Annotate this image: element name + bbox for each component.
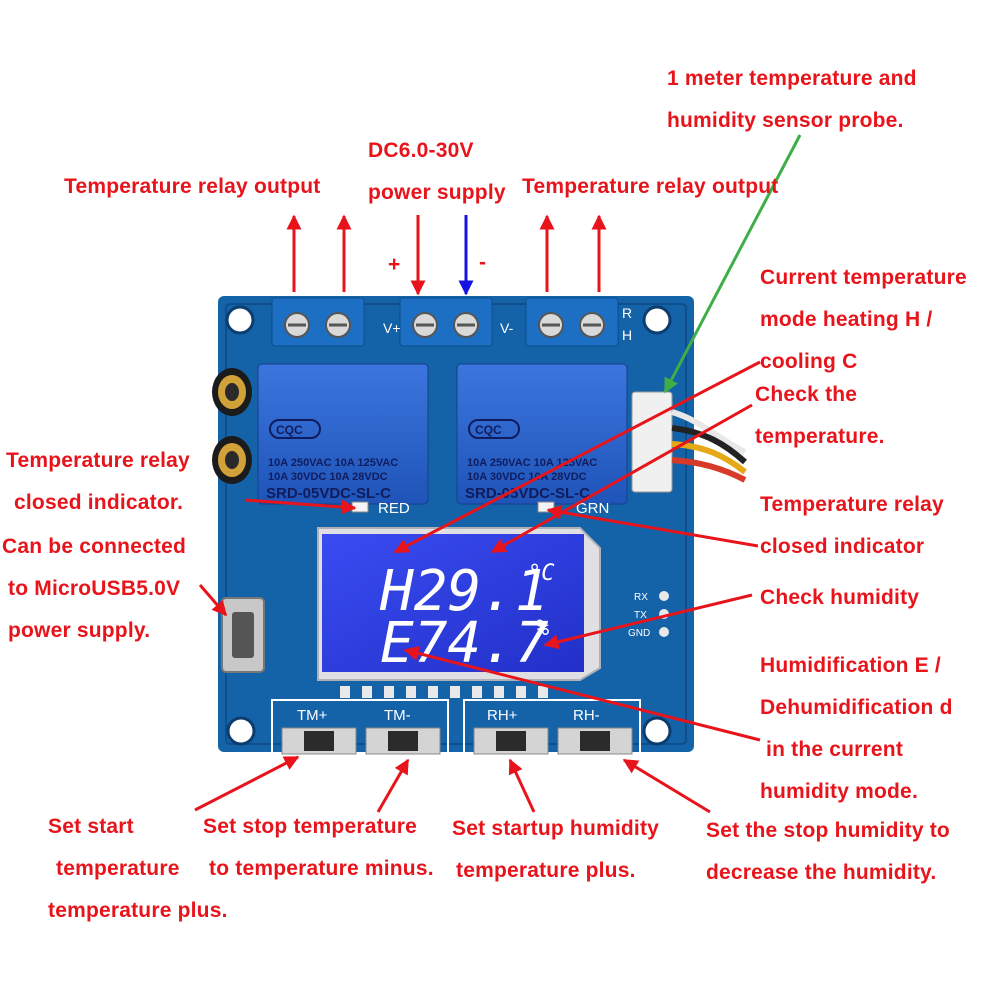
tm-plus-button[interactable]	[281, 727, 357, 755]
arrow-set-startup-h	[508, 758, 536, 813]
microusb-port	[221, 597, 265, 673]
tm-minus-button[interactable]	[365, 727, 441, 755]
arrow-temp-mode	[393, 360, 761, 554]
svg-text:SRD-05VDC-SL-C: SRD-05VDC-SL-C	[266, 485, 391, 502]
mount-hole-bl	[226, 716, 256, 746]
label-relay-output-left: Temperature relay output	[64, 175, 321, 198]
mount-hole-tr	[642, 305, 672, 335]
silk-tx: TX	[634, 610, 647, 621]
silk-rx: RX	[634, 592, 648, 603]
arrow-probe	[663, 134, 802, 394]
lcd-temp: H29.1	[379, 559, 549, 624]
label-check-humidity: Check humidity	[760, 586, 920, 609]
lcd-display: H29.1 °C E74.7 %	[317, 527, 601, 681]
silk-r: R	[622, 305, 632, 321]
silk-rh-minus: RH-	[573, 707, 600, 724]
arrow-check-temp	[490, 403, 753, 554]
terminal-left	[271, 297, 365, 347]
capacitor-bottom	[212, 436, 252, 484]
annotation-arrows	[194, 134, 802, 814]
relay-left: CQC 10A 250VAC 10A 125VAC 10A 30VDC 10A …	[257, 363, 429, 505]
mount-hole-br	[642, 716, 672, 746]
arrow-set-stop-h	[622, 758, 711, 814]
svg-text:SRD-05VDC-SL-C: SRD-05VDC-SL-C	[465, 485, 590, 502]
silk-tm-plus: TM+	[297, 707, 328, 724]
svg-text:10A 250VAC 10A 125VAC: 10A 250VAC 10A 125VAC	[467, 457, 597, 469]
rh-minus-button[interactable]	[557, 727, 633, 755]
arrow-set-stop	[376, 758, 410, 813]
silk-red: RED	[378, 500, 410, 517]
arrow-humid-mode	[403, 646, 761, 742]
svg-text:CQC: CQC	[475, 423, 502, 437]
silk-v-plus: V+	[383, 320, 401, 336]
svg-text:10A 30VDC 10A 28VDC: 10A 30VDC 10A 28VDC	[467, 471, 587, 483]
lcd-pins	[340, 686, 548, 698]
silk-rh-plus: RH+	[487, 707, 518, 724]
terminal-right	[525, 297, 619, 347]
svg-text:10A 250VAC 10A 125VAC: 10A 250VAC 10A 125VAC	[268, 457, 398, 469]
silk-v-minus: V-	[500, 320, 514, 336]
rh-plus-button[interactable]	[473, 727, 549, 755]
mount-hole-tl	[225, 305, 255, 335]
silk-tm-minus: TM-	[384, 707, 411, 724]
lcd-humidity-unit: %	[536, 616, 549, 641]
svg-text:CQC: CQC	[276, 423, 303, 437]
label-minus: -	[479, 251, 487, 274]
relay-right: CQC 10A 250VAC 10A 125VAC 10A 30VDC 10A …	[456, 363, 628, 505]
label-relay-output-right: Temperature relay output	[522, 175, 779, 198]
capacitor-top	[212, 368, 252, 416]
button-frame-temp	[271, 699, 449, 759]
arrow-set-start	[194, 755, 300, 812]
silk-grn: GRN	[576, 500, 609, 517]
silk-gnd: GND	[628, 628, 650, 639]
arrow-check-humidity	[543, 593, 753, 650]
terminal-power	[399, 297, 493, 347]
label-humid-mode: Humidification E /Dehumidification d in …	[760, 654, 953, 803]
label-plus: +	[388, 253, 401, 276]
lcd-temp-unit: °C	[528, 561, 555, 586]
button-frame-humidity	[463, 699, 641, 759]
arrow-microusb	[198, 584, 228, 617]
arrow-relay-ind-right	[546, 504, 759, 548]
arrow-relay-ind-left	[244, 498, 357, 515]
svg-text:10A 30VDC 10A 28VDC: 10A 30VDC 10A 28VDC	[268, 471, 388, 483]
silk-h: H	[622, 327, 632, 343]
